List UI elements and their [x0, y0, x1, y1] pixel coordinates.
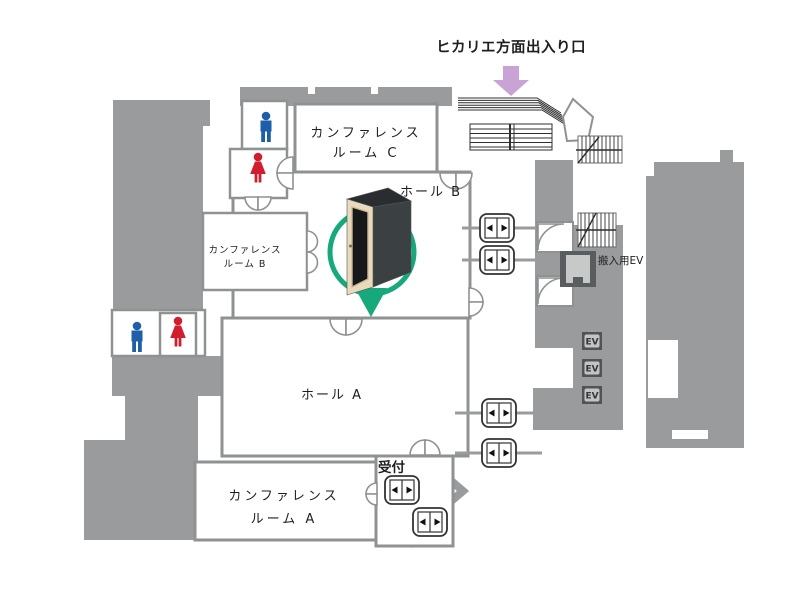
floor-area — [646, 162, 744, 448]
elevator-icon — [479, 213, 515, 243]
phone-booth — [345, 187, 412, 296]
room-label-conference-a-line1: カンファレンス — [228, 489, 339, 504]
door-icon — [257, 196, 272, 211]
floor-area — [240, 87, 452, 106]
elevator-shaft-walls — [455, 226, 542, 455]
escalator-icon — [458, 97, 567, 151]
door-icon — [306, 251, 319, 274]
ev-icon: EV — [582, 386, 602, 404]
map-title: ヒカリエ方面出入り口 — [436, 38, 586, 56]
elevator-icon — [481, 438, 517, 468]
booth-marker — [327, 187, 417, 317]
room-label-conference-c-line1: カンファレンス — [310, 126, 421, 141]
elevator-icon — [384, 475, 420, 505]
room-label-conference-c-line2: ルーム C — [333, 146, 400, 161]
svg-text:EV: EV — [585, 392, 598, 402]
floor-area — [113, 103, 203, 310]
room-label-conference-b-line2: ルーム B — [224, 259, 267, 270]
ev-icon: EV — [582, 332, 602, 350]
room-conference-b — [201, 211, 309, 292]
room-conference-c — [293, 102, 439, 174]
door-icon — [455, 172, 473, 190]
door-icon — [345, 318, 363, 336]
stairs-icon-mid — [576, 212, 617, 248]
landing-platform — [561, 97, 595, 143]
door-icon — [468, 301, 484, 317]
ev-icon: EV — [582, 359, 602, 377]
room-label-reception: 受付 — [378, 459, 405, 476]
floor-area — [84, 356, 222, 540]
door-icon — [468, 287, 484, 303]
room-label-hall-b: ホール B — [400, 185, 462, 200]
door-icon — [276, 172, 294, 190]
door-icon — [537, 223, 565, 251]
elevator-icon — [479, 245, 515, 275]
elevator-icon — [412, 507, 448, 537]
door-icon — [424, 439, 441, 456]
room-label-conference-a-line2: ルーム A — [251, 512, 318, 527]
loading-elevator-label: 搬入用EV — [598, 254, 644, 267]
loading-elevator-icon — [560, 251, 596, 287]
floor-area — [533, 388, 575, 430]
entrance-arrow-icon — [493, 66, 529, 96]
room-label-hall-a: ホール A — [301, 388, 363, 403]
room-label-conference-b-line1: カンファレンス — [208, 245, 281, 256]
svg-text:EV: EV — [585, 365, 598, 375]
room-hall-a — [220, 316, 470, 458]
marker-pin-icon — [355, 288, 387, 317]
floor-area — [720, 150, 733, 162]
door-icons — [244, 156, 565, 506]
door-icon — [365, 493, 378, 506]
rooms — [110, 99, 574, 548]
stairs-icon-top — [576, 135, 623, 164]
svg-text:EV: EV — [585, 338, 598, 348]
room-conference-a — [193, 460, 380, 542]
door-icon — [537, 277, 565, 305]
elevator-icon — [481, 398, 517, 428]
